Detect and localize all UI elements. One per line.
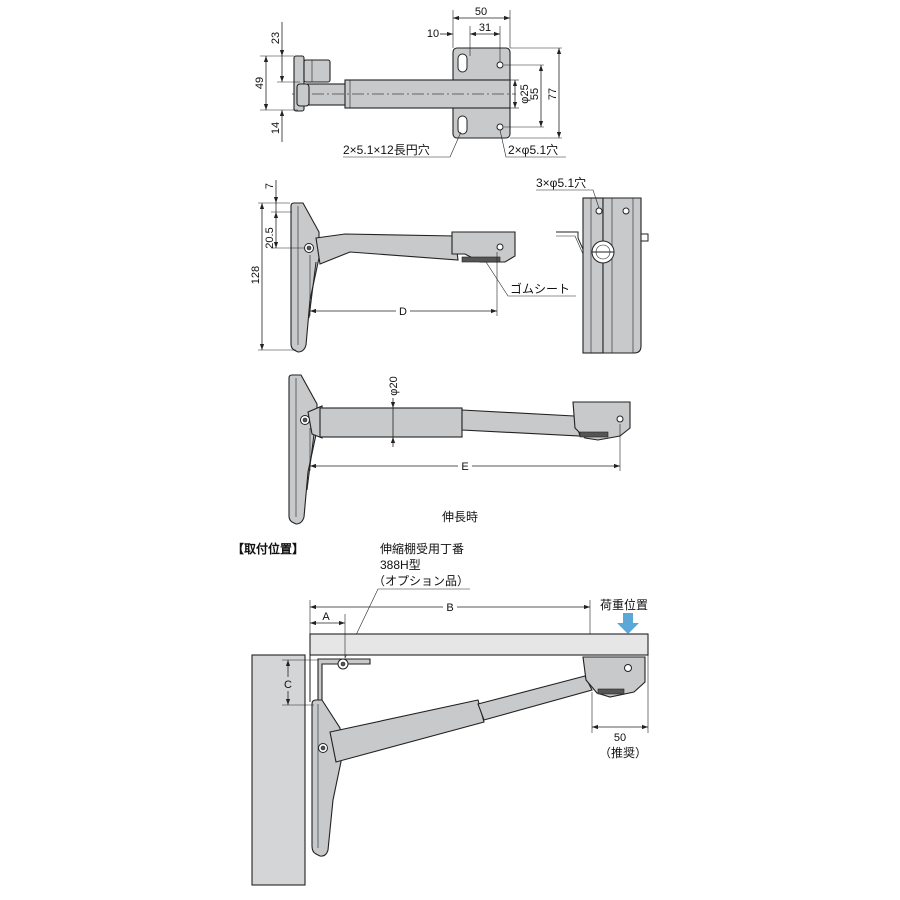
end-hole — [622, 207, 630, 215]
arm-thick — [329, 699, 485, 763]
holes-leader — [536, 189, 600, 209]
hinge-screw-core — [340, 661, 346, 667]
wall-plate — [290, 202, 320, 353]
arm — [315, 233, 459, 265]
dim-128: 128 — [250, 266, 262, 284]
rubber-sheet — [461, 256, 501, 263]
end-main-piece — [602, 197, 642, 354]
rubber-leader — [485, 261, 576, 297]
pivot-screw-core — [306, 245, 312, 251]
end-block — [572, 401, 631, 441]
rubber-sheet — [579, 431, 609, 438]
dim-23: 23 — [270, 32, 282, 44]
pivot-screw-core — [320, 745, 326, 751]
arm-thin — [477, 675, 593, 721]
hinge-strip-inner — [556, 235, 584, 255]
tube-inner — [302, 83, 349, 106]
recommended-label: （推奨） — [599, 746, 647, 760]
dim-77: 77 — [547, 88, 559, 100]
end-hole — [624, 664, 632, 672]
slot-hole — [457, 115, 468, 135]
load-arrow — [617, 613, 639, 634]
rubber-sheet — [597, 688, 625, 695]
extended-view: φ20 E 伸長時 — [288, 374, 631, 525]
hinge-roller — [296, 83, 310, 107]
pivot-screw-core — [302, 417, 308, 423]
end-hole — [595, 207, 603, 215]
option-line2: 388H型 — [380, 558, 421, 572]
strut — [306, 433, 315, 491]
dim-20-5: 20.5 — [264, 227, 276, 248]
end-view: 3×φ5.1穴 — [536, 175, 649, 354]
slot-hole — [457, 53, 468, 73]
hole-label: 2×φ5.1穴 — [508, 142, 558, 157]
dim-49: 49 — [254, 77, 266, 89]
slot-label: 2×5.1×12長円穴 — [343, 142, 430, 157]
slot-leader — [343, 131, 462, 158]
wall-plate — [288, 374, 318, 525]
dim-55: 55 — [529, 88, 541, 100]
hinge-strip — [556, 231, 587, 257]
rubber-label: ゴムシート — [510, 281, 570, 296]
arm-thick — [319, 407, 463, 438]
holes-label: 3×φ5.1穴 — [536, 175, 586, 190]
end-tab — [641, 233, 649, 242]
dim-50: 50 — [475, 6, 487, 18]
round-hole — [496, 61, 504, 69]
dim-d: D — [399, 306, 407, 318]
dim-c: C — [284, 679, 292, 691]
end-hole — [496, 243, 504, 251]
shelf — [309, 633, 649, 656]
end-hole — [616, 415, 624, 423]
dim-b: B — [446, 602, 453, 614]
wall — [251, 654, 306, 886]
option-line1: 伸縮棚受用丁番 — [380, 541, 464, 556]
hole-leader — [499, 129, 566, 158]
load-label: 荷重位置 — [600, 597, 648, 612]
dim-a: A — [322, 611, 330, 623]
dim-e: E — [461, 461, 468, 473]
dim-10: 10 — [427, 28, 439, 40]
dim-14: 14 — [270, 122, 282, 134]
round-hole — [496, 123, 504, 131]
dim-phi20: φ20 — [388, 376, 400, 395]
extended-caption: 伸長時 — [442, 510, 478, 524]
top-view: 50 31 10 49 23 14 φ25 55 77 2×5.1×12長円穴 … — [254, 6, 566, 158]
end-side-piece — [582, 197, 604, 354]
option-line3: （オプション品） — [373, 574, 469, 588]
dim-50-recommended: 50 — [614, 732, 626, 744]
hinge-block — [303, 59, 331, 83]
dim-phi25: φ25 — [519, 84, 531, 103]
wall-plate — [311, 699, 344, 857]
side-view: 7 20.5 128 D ゴムシート — [250, 180, 576, 353]
arm-thin — [461, 409, 581, 437]
arm-joint — [307, 405, 323, 439]
dim-31: 31 — [479, 22, 491, 34]
install-view: 【取付位置】 伸縮棚受用丁番 388H型 （オプション品） B A 荷重位置 — [232, 541, 649, 886]
install-heading: 【取付位置】 — [232, 541, 304, 556]
dim-7: 7 — [264, 183, 276, 189]
